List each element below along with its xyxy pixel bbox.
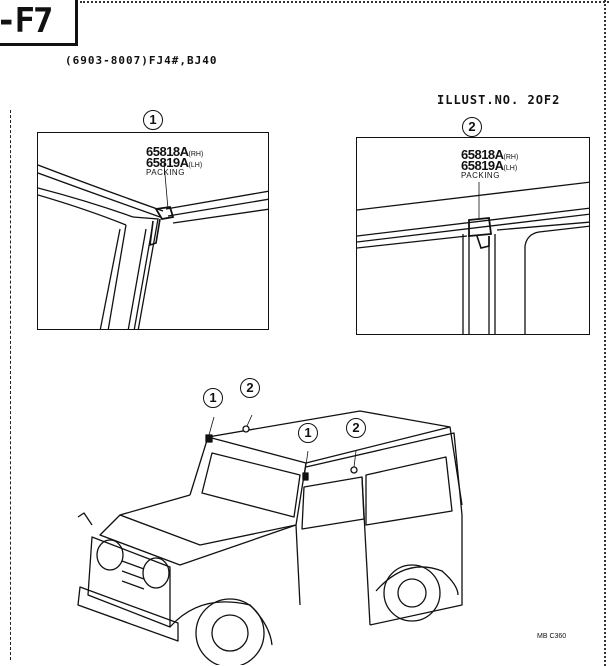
page-top-edge (80, 1, 609, 3)
section-code: -F7 (0, 1, 53, 41)
detail-2-part-name: PACKING (461, 171, 500, 180)
vehicle-callout-1a: 1 (203, 388, 223, 408)
detail-2-panel: 65818A(RH) 65819A(LH) PACKING (356, 137, 590, 335)
detail-1-part-rh: 65818A(RH) (146, 144, 204, 159)
detail-1-panel: 65818A(RH) 65819A(LH) PACKING (37, 132, 269, 330)
vehicle-callout-2b: 2 (346, 418, 366, 438)
page-left-margin-line (10, 110, 11, 660)
model-applicability: (6903-8007)FJ4#,BJ40 (65, 54, 218, 67)
vehicle-illustration (77, 410, 463, 665)
detail-1-part-name: PACKING (146, 168, 185, 177)
detail-1-callout: 1 (143, 110, 163, 130)
illustration-number: ILLUST.NO. 2OF2 (437, 93, 561, 107)
detail-2-callout: 2 (462, 117, 482, 137)
page-right-edge (604, 0, 606, 666)
detail-1-drawing (38, 162, 268, 329)
section-code-box: -F7 (0, 0, 78, 46)
footer-code: MB C360 (537, 633, 567, 640)
detail-2-part-rh: 65818A(RH) (461, 147, 519, 162)
detail-2-drawing (357, 181, 589, 334)
detail-1-part-lh: 65819A(LH) (146, 155, 203, 170)
detail-2-part-lh: 65819A(LH) (461, 158, 518, 173)
vehicle-callout-2a: 2 (240, 378, 260, 398)
vehicle-callout-1b: 1 (298, 423, 318, 443)
